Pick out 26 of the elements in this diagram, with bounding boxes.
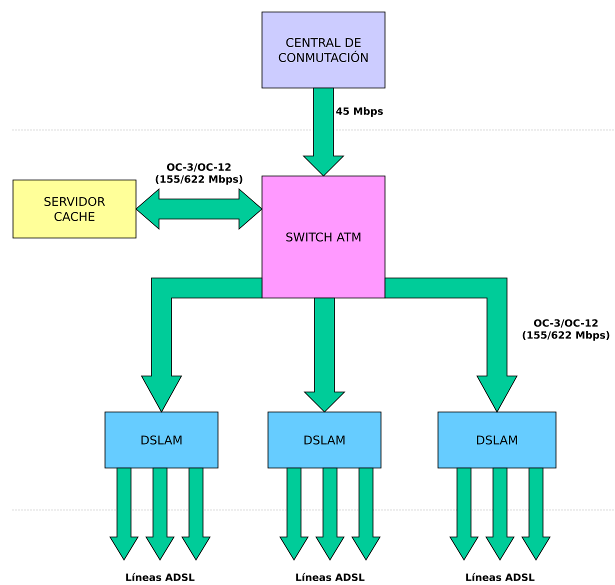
edge-label: 45 Mbps bbox=[334, 106, 384, 118]
block-arrow bbox=[449, 468, 479, 561]
block-arrow bbox=[140, 278, 262, 413]
block-arrow bbox=[384, 278, 518, 413]
block-arrow bbox=[315, 468, 345, 561]
process-box: DSLAM bbox=[268, 412, 382, 468]
process-box: SERVIDOR CACHE bbox=[12, 180, 136, 238]
line-label: Líneas ADSL bbox=[296, 572, 364, 582]
block-arrow bbox=[145, 468, 175, 561]
block-arrow bbox=[181, 468, 211, 561]
block-arrow bbox=[485, 468, 515, 561]
block-arrow bbox=[351, 468, 381, 561]
process-box: CENTRAL DE CONMUTACIÓN bbox=[262, 12, 386, 88]
block-arrow bbox=[135, 188, 263, 230]
block-arrow bbox=[279, 468, 309, 561]
rate-label: OC-3/OC-12 (155/622 Mbps) bbox=[522, 319, 610, 341]
line-label: Líneas ADSL bbox=[466, 572, 534, 582]
block-arrow bbox=[109, 468, 139, 561]
block-arrow bbox=[521, 468, 551, 561]
block-arrow bbox=[302, 88, 344, 177]
process-box: DSLAM bbox=[438, 412, 556, 468]
process-box: DSLAM bbox=[104, 412, 218, 468]
line-label: Líneas ADSL bbox=[126, 572, 194, 582]
edge-label: OC-3/OC-12 (155/622 Mbps) bbox=[154, 162, 244, 186]
process-box: SWITCH ATM bbox=[262, 176, 386, 298]
block-arrow bbox=[304, 298, 346, 413]
